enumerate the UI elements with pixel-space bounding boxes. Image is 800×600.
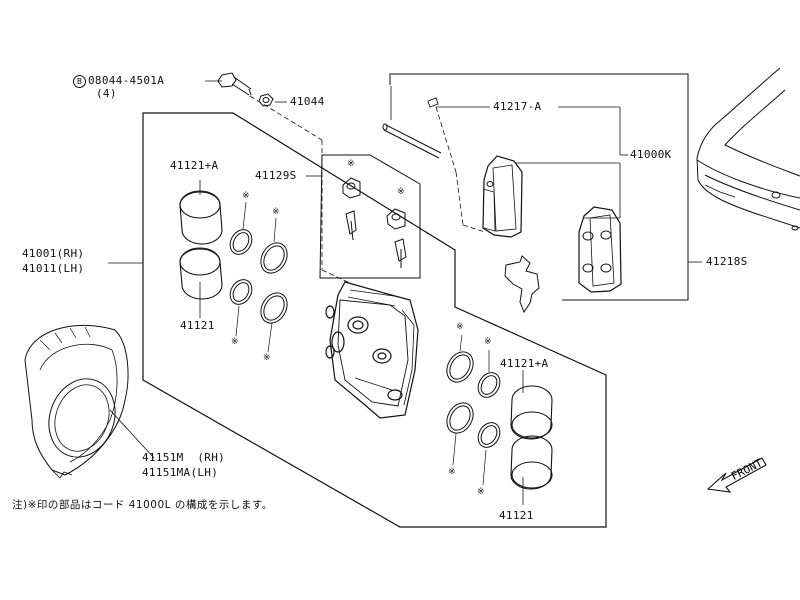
front-arrow-icon [708,458,766,492]
piston-seal-kit-right-part-number: 41121+A [500,357,549,370]
kit-mark: ※ [272,207,280,217]
pistons-left [180,191,222,299]
dashed-guides [250,96,485,283]
kit-mark: ※ [242,191,250,201]
pin-kit-parts [343,178,406,268]
mounting-bolt [218,73,251,95]
brake-pad-lower [579,207,621,292]
pad-kit-part-number: 41000K [630,148,672,161]
washer-part-number: 41044 [290,95,325,108]
piston-left-part-number: 41121 [180,319,215,332]
pin-kit-frame [320,155,420,278]
piston-seal-kit-top-part-number: 41121+A [170,159,219,172]
brake-pad-upper [483,156,522,237]
guide-pin [383,98,441,158]
shield-lh-part-number: 41151MA(LH) [142,466,219,479]
caliper-rh-part-number: 41001(RH) [22,247,85,260]
seals-right [442,347,505,451]
shim-kit-part-number: 41218S [706,255,748,268]
bolt-marker-icon: B [73,75,86,88]
kit-mark: ※ [484,337,492,347]
kit-mark: ※ [347,159,355,169]
pistons-right [511,386,552,489]
dust-shield [25,325,128,478]
kit-mark: ※ [456,322,464,332]
pin-kit-part-number: 41129S [255,169,297,182]
kit-mark: ※ [231,337,239,347]
pad-clip-part-number: 41217-A [493,100,542,113]
shield-rh-part-number: 41151M (RH) [142,451,226,464]
piston-right-part-number: 41121 [499,509,534,522]
leader-lines [108,81,702,505]
kit-mark: ※ [477,487,485,497]
pad-kit-frame [390,74,688,300]
seals-left [226,226,293,328]
anti-rattle-spring [505,256,539,312]
bolt-quantity: (4) [96,87,117,100]
caliper-body [326,282,418,418]
bolt-part-number: 08044-4501A [88,74,165,87]
kit-composition-note: 注)※印の部品はコード 41000L の構成を示します。 [12,499,273,511]
vehicle-silhouette [697,68,800,230]
washer-41044 [259,94,273,106]
caliper-group-frame [143,113,606,527]
kit-mark: ※ [263,353,271,363]
seal-leaders-left [236,202,276,352]
kit-mark: ※ [448,467,456,477]
seal-leaders-right [453,335,489,485]
kit-mark: ※ [397,187,405,197]
caliper-lh-part-number: 41011(LH) [22,262,85,275]
